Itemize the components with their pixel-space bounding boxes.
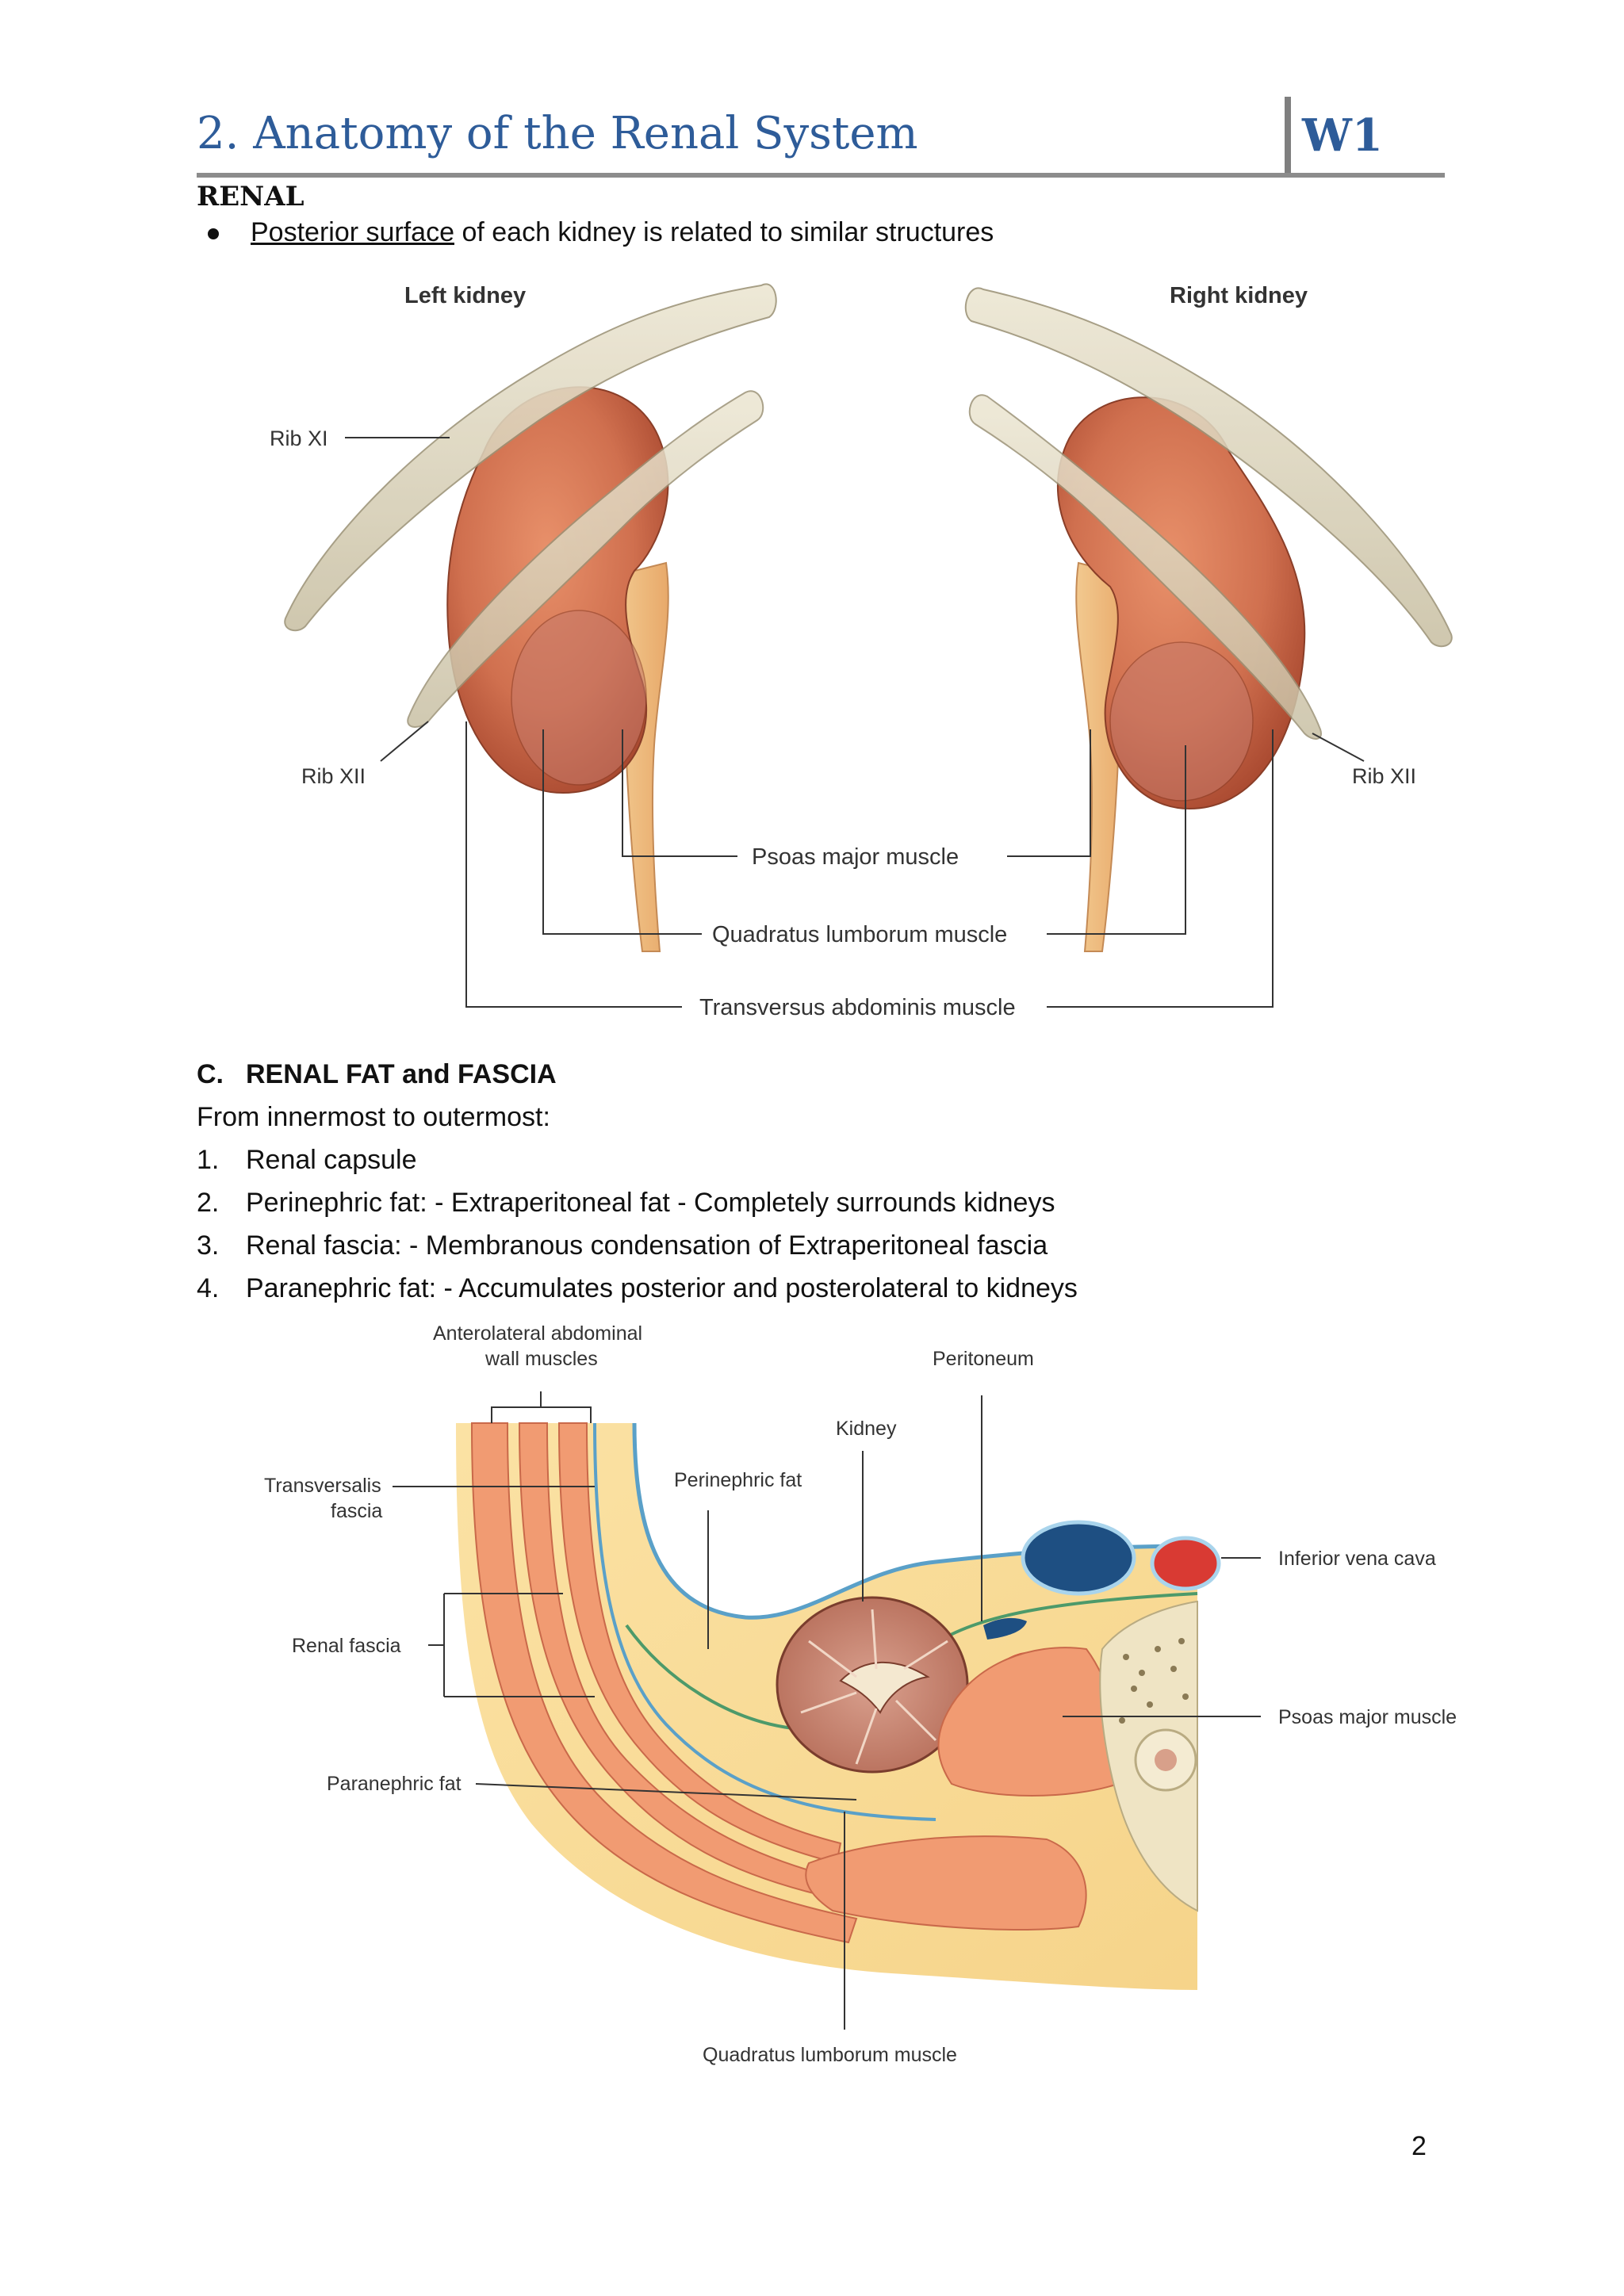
label-quadratus-lumborum: Quadratus lumborum muscle xyxy=(712,922,1007,947)
label-inferior-vena-cava: Inferior vena cava xyxy=(1278,1548,1436,1570)
label-anterolateral-2: wall muscles xyxy=(485,1348,598,1370)
page-title: 2. Anatomy of the Renal System xyxy=(197,108,918,159)
renal-vein-shape xyxy=(983,1617,1027,1640)
section-label: RENAL xyxy=(197,181,304,212)
label-rib-xii-right: Rib XII xyxy=(1352,764,1416,788)
page-header: 2. Anatomy of the Renal System W1 xyxy=(197,94,1445,181)
label-left-kidney: Left kidney xyxy=(404,283,526,308)
header-rule xyxy=(197,173,1445,178)
label-rib-xii-left: Rib XII xyxy=(301,764,366,788)
bullet-underlined-text: Posterior surface xyxy=(251,217,454,247)
label-renal-fascia: Renal fascia xyxy=(292,1635,401,1657)
layers-list: 1.Renal capsule 2.Perinephric fat: - Ext… xyxy=(197,1145,1078,1316)
label-peritoneum: Peritoneum xyxy=(933,1348,1034,1370)
week-code: W1 xyxy=(1302,109,1383,162)
kidney-posterior-relations-figure: Left kidney Right kidney Rib XI Rib XII … xyxy=(270,283,1453,1020)
figure1-leader-lines xyxy=(345,437,1365,1008)
label-perinephric-fat: Perinephric fat xyxy=(674,1469,802,1491)
list-item: 1.Renal capsule xyxy=(197,1145,417,1175)
section-c-heading: C. RENAL FAT and FASCIA xyxy=(197,1059,557,1090)
bullet-item: Posterior surface of each kidney is rela… xyxy=(208,217,994,248)
list-item: 4.Paranephric fat: - Accumulates posteri… xyxy=(197,1273,1078,1303)
vertebra-shape xyxy=(1099,1600,1198,1912)
label-transversalis-2: fascia xyxy=(331,1500,382,1522)
label-paranephric-fat: Paranephric fat xyxy=(327,1773,462,1795)
list-item: 2.Perinephric fat: - Extraperitoneal fat… xyxy=(197,1188,1055,1218)
left-rib-xi xyxy=(284,283,777,632)
figure2-leader-lines xyxy=(393,1391,1261,2030)
list-item: 3.Renal fascia: - Membranous condensatio… xyxy=(197,1230,1048,1261)
section-c-number: C. xyxy=(197,1059,224,1089)
right-kidney-illustration xyxy=(964,287,1453,952)
section-c-title: RENAL FAT and FASCIA xyxy=(246,1059,557,1089)
label-rib-xi: Rib XI xyxy=(270,427,328,450)
label-anterolateral-1: Anterolateral abdominal xyxy=(433,1322,642,1345)
label-transversalis-1: Transversalis xyxy=(264,1475,381,1497)
left-rib-xii xyxy=(407,390,764,728)
inferior-vena-cava-shape xyxy=(1021,1520,1136,1596)
label-kidney: Kidney xyxy=(836,1418,897,1440)
left-kidney-illustration xyxy=(284,283,777,952)
transversalis-fascia-line xyxy=(593,1422,936,1821)
aorta-shape xyxy=(1150,1536,1221,1591)
quadratus-lumborum-shape xyxy=(805,1835,1087,1931)
renal-fascia-cross-section-figure: Anterolateral abdominal wall muscles Per… xyxy=(264,1322,1457,2066)
label-right-kidney: Right kidney xyxy=(1170,283,1308,308)
right-rib-xi xyxy=(964,287,1453,648)
header-divider xyxy=(1285,97,1291,176)
bullet-icon xyxy=(208,228,219,240)
layers-intro: From innermost to outermost: xyxy=(197,1102,550,1132)
label-psoas-major: Psoas major muscle xyxy=(752,844,959,870)
right-rib-xii xyxy=(968,394,1322,740)
bullet-text: of each kidney is related to similar str… xyxy=(454,217,994,247)
label-psoas-major: Psoas major muscle xyxy=(1278,1706,1457,1728)
external-oblique-layer xyxy=(470,1422,858,1944)
page-number: 2 xyxy=(1411,2131,1427,2161)
right-kidney-lower-pole xyxy=(1109,641,1254,802)
label-transversus-abdominis: Transversus abdominis muscle xyxy=(699,995,1016,1020)
left-kidney-lower-pole xyxy=(511,610,647,786)
label-quadratus-lumborum: Quadratus lumborum muscle xyxy=(703,2044,957,2066)
